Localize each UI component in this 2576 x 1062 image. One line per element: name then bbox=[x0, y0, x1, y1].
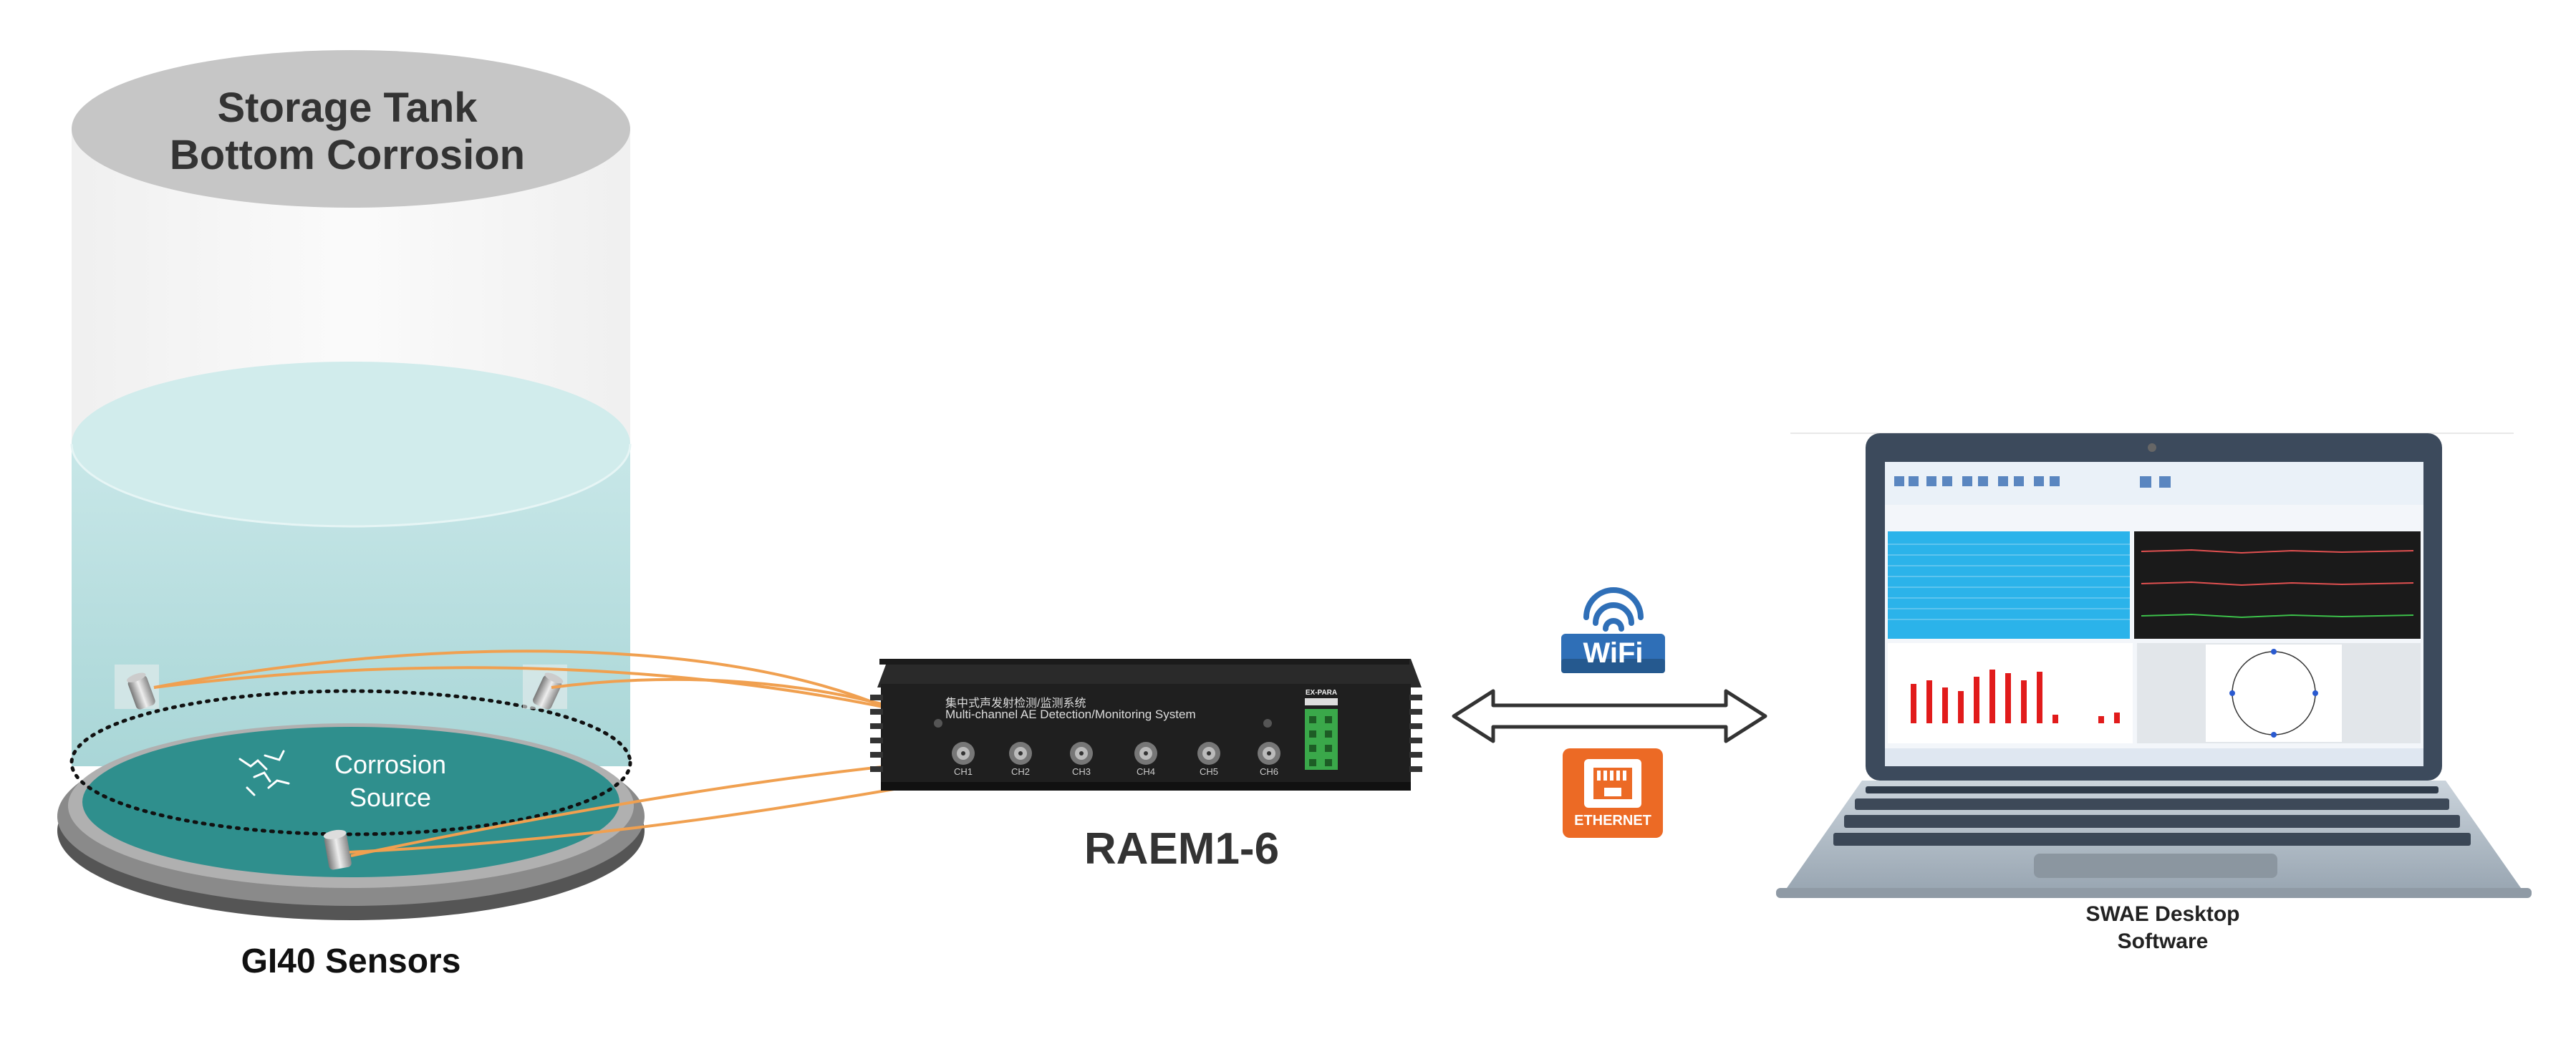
tank-title-line2: Bottom Corrosion bbox=[169, 132, 526, 178]
corrosion-label-line1: Corrosion bbox=[334, 750, 447, 779]
terminal-label: EX-PARA bbox=[1305, 689, 1338, 697]
software-label-line1: SWAE Desktop bbox=[2085, 902, 2240, 926]
corrosion-source-label: Corrosion Source bbox=[290, 748, 491, 814]
laptop bbox=[1776, 433, 2532, 898]
screen-waveform bbox=[2134, 531, 2421, 639]
bnc-ch2-icon bbox=[1009, 742, 1032, 765]
tank-floor bbox=[82, 727, 619, 877]
screen-location-plot bbox=[2206, 645, 2342, 742]
channel-label-5: CH5 bbox=[1199, 766, 1218, 777]
ethernet-label: ETHERNET bbox=[1574, 813, 1651, 829]
software-label: SWAE Desktop Software bbox=[1991, 901, 2335, 955]
channel-label-4: CH4 bbox=[1136, 766, 1155, 777]
channel-label-2: CH2 bbox=[1010, 766, 1030, 777]
corrosion-label-line2: Source bbox=[349, 783, 432, 812]
device-label: RAEM1-6 bbox=[1084, 824, 1280, 874]
wifi-icon bbox=[1561, 587, 1665, 673]
device-panel-text-en: Multi-channel AE Detection/Monitoring Sy… bbox=[945, 708, 1196, 721]
gi40-sensor-3 bbox=[323, 829, 352, 870]
bnc-ch4-icon bbox=[1134, 742, 1157, 765]
raem-device bbox=[870, 659, 1422, 791]
wifi-label: WiFi bbox=[1583, 637, 1644, 669]
sensors-label: GI40 Sensors bbox=[241, 942, 461, 980]
tank-title-line1: Storage Tank bbox=[217, 85, 478, 131]
channel-label-6: CH6 bbox=[1259, 766, 1278, 777]
sensor-ring bbox=[69, 689, 632, 836]
laptop-keys bbox=[1833, 786, 2471, 846]
device-panel-text-cn: 集中式声发射检测/监测系统 bbox=[945, 697, 1086, 710]
bnc-ch3-icon bbox=[1070, 742, 1093, 765]
bnc-ch6-icon bbox=[1258, 742, 1280, 765]
ethernet-icon bbox=[1563, 748, 1663, 838]
laptop-touchpad bbox=[2034, 854, 2277, 878]
terminal-block bbox=[1305, 698, 1338, 770]
bnc-connectors bbox=[952, 742, 1280, 765]
corrosion-cracks-icon bbox=[238, 750, 290, 796]
channel-label-3: CH3 bbox=[1071, 766, 1091, 777]
gi40-sensor-1 bbox=[115, 665, 159, 710]
tank-title: Storage Tank Bottom Corrosion bbox=[68, 85, 627, 179]
tank-lid bbox=[72, 50, 630, 208]
bnc-ch1-icon bbox=[952, 742, 975, 765]
screen-data-table bbox=[1888, 531, 2130, 639]
device-heat-fins bbox=[879, 659, 1409, 665]
bidirectional-arrow-icon bbox=[1452, 689, 1767, 743]
channel-label-1: CH1 bbox=[953, 766, 973, 777]
bnc-ch5-icon bbox=[1197, 742, 1220, 765]
software-label-line2: Software bbox=[2117, 930, 2209, 953]
gi40-sensor-2 bbox=[523, 665, 567, 710]
storage-tank bbox=[57, 50, 645, 920]
